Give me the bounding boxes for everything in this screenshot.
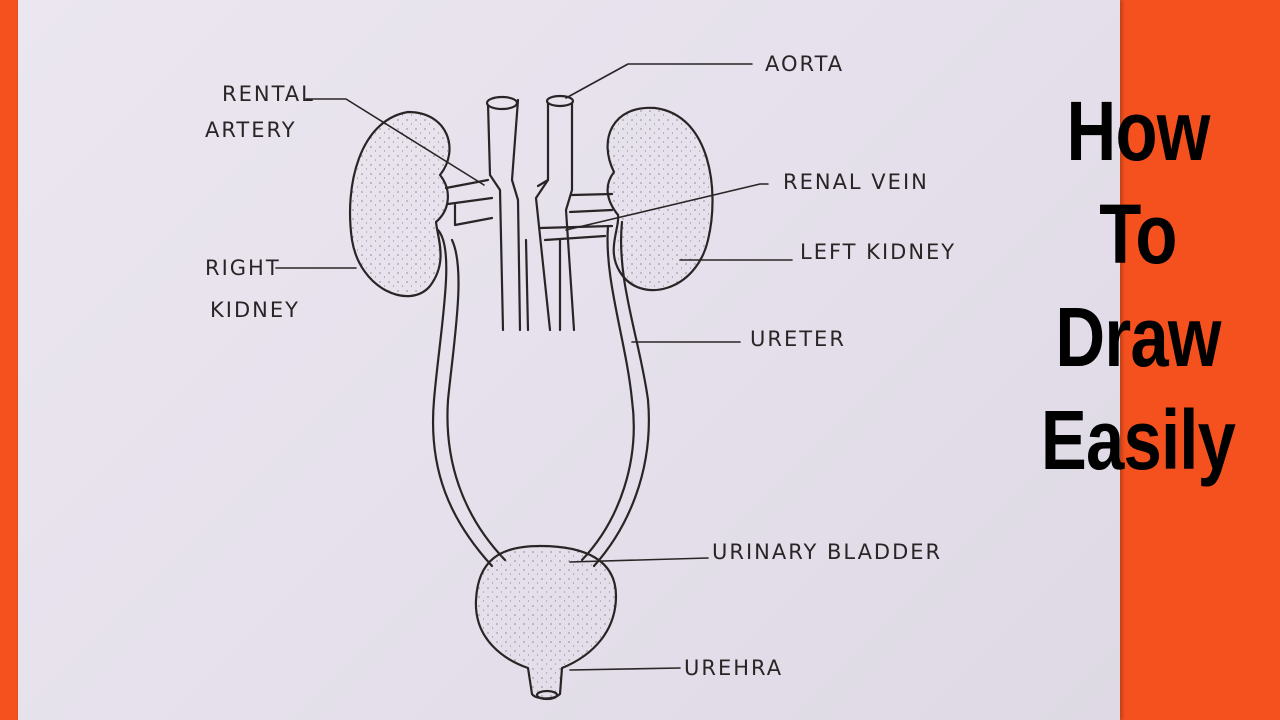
ureter-left (580, 220, 650, 568)
urinary-bladder (474, 544, 618, 700)
renal-vessels-left (536, 178, 614, 242)
title-line-4: Easily (1040, 393, 1236, 487)
label-right-kidney-line2: KIDNEY (210, 298, 300, 322)
label-rental-artery-line1: RENTAL (222, 82, 315, 106)
label-left-kidney: LEFT KIDNEY (800, 240, 957, 264)
right-kidney (348, 110, 451, 298)
leader-urinary-bladder (569, 557, 709, 563)
label-urinary-bladder: URINARY BLADDER (712, 540, 943, 564)
leader-urethra (569, 667, 681, 671)
aorta-tube (534, 99, 576, 332)
leader-renal-vein (565, 183, 769, 231)
title-line-2: To (1099, 187, 1177, 281)
left-kidney (606, 106, 714, 292)
label-aorta: AORTA (765, 52, 845, 76)
ureter-right (432, 228, 507, 568)
vena-cava (486, 98, 522, 332)
leader-rental-artery (305, 98, 485, 186)
label-rental-artery-line2: ARTERY (205, 118, 297, 142)
renal-artery-right (444, 178, 494, 206)
label-urethra: UREHRA (684, 656, 784, 680)
label-right-kidney-line1: RIGHT (205, 256, 281, 280)
leader-aorta (565, 63, 753, 99)
label-ureter: URETER (750, 327, 846, 351)
title-line-3: Draw (1055, 290, 1221, 384)
title-block: How To Draw Easily (1018, 80, 1258, 492)
label-renal-vein: RENAL VEIN (783, 170, 929, 194)
title-line-1: How (1066, 84, 1211, 178)
